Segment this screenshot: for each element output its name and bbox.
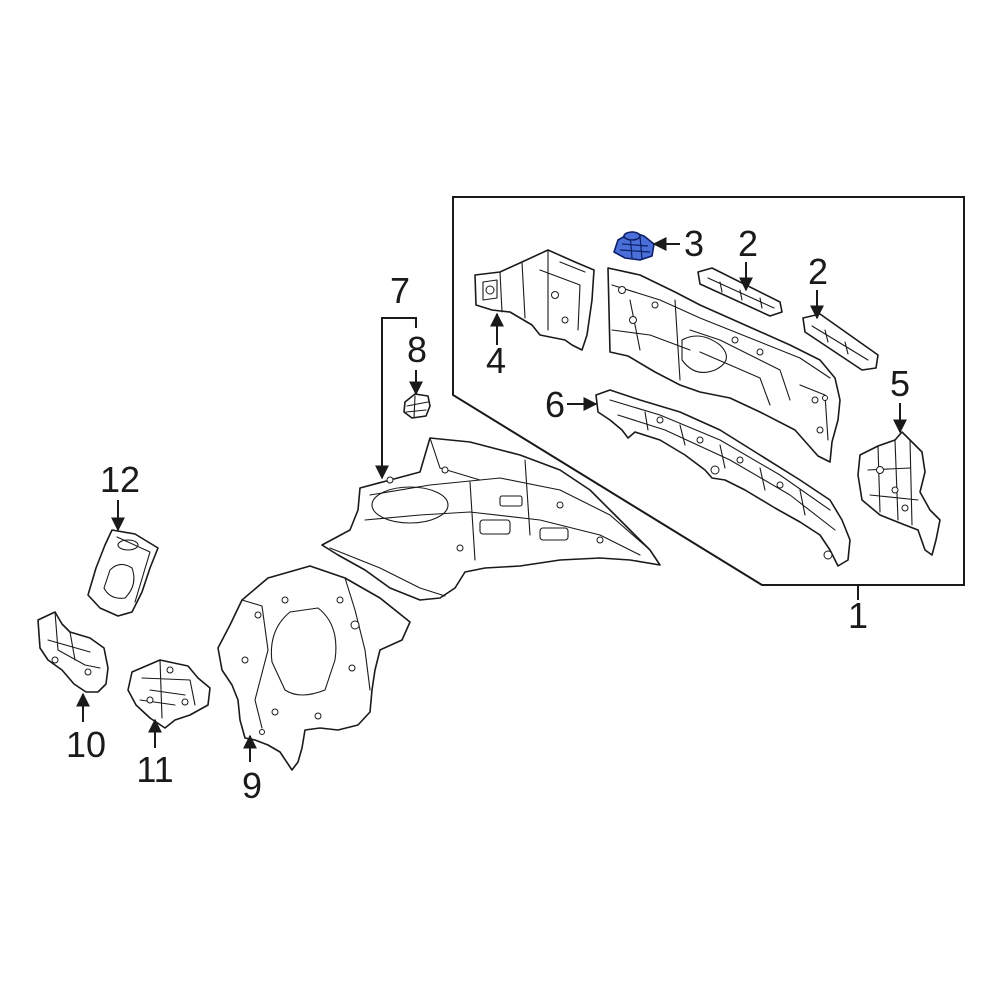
leader-lines <box>76 237 907 762</box>
callout-labels: 1 2 2 3 4 5 6 7 8 9 10 11 12 <box>66 223 910 806</box>
part-4-left-bracket[interactable] <box>474 249 595 351</box>
part-6-lower-crossmember[interactable] <box>595 389 851 567</box>
callout-9: 9 <box>242 765 262 806</box>
callout-10: 10 <box>66 724 106 765</box>
callout-2-upper: 2 <box>738 223 758 264</box>
part-10-side-bracket[interactable] <box>37 611 109 693</box>
part-8-clip[interactable] <box>403 393 431 419</box>
callout-1: 1 <box>848 595 868 636</box>
part-9-floor-panel[interactable] <box>217 565 411 771</box>
part-7-rear-floor-pan[interactable] <box>321 437 661 601</box>
callout-12: 12 <box>100 459 140 500</box>
callout-2-lower: 2 <box>808 251 828 292</box>
callout-6: 6 <box>545 384 565 425</box>
callout-3: 3 <box>684 223 704 264</box>
part-12-cover[interactable] <box>87 529 159 617</box>
assembly-group-box <box>452 196 965 600</box>
part-5-right-bracket[interactable] <box>857 431 941 556</box>
part-11-bracket[interactable] <box>127 659 211 729</box>
part-2-upper-reinforcement[interactable] <box>697 267 783 317</box>
callout-11: 11 <box>136 749 173 790</box>
callout-7: 7 <box>390 270 410 311</box>
rear-panel-main[interactable] <box>607 267 841 463</box>
callout-8: 8 <box>407 329 427 370</box>
part-3-bumper-highlighted[interactable] <box>613 231 655 261</box>
callout-5: 5 <box>890 363 910 404</box>
callout-4: 4 <box>486 340 506 381</box>
